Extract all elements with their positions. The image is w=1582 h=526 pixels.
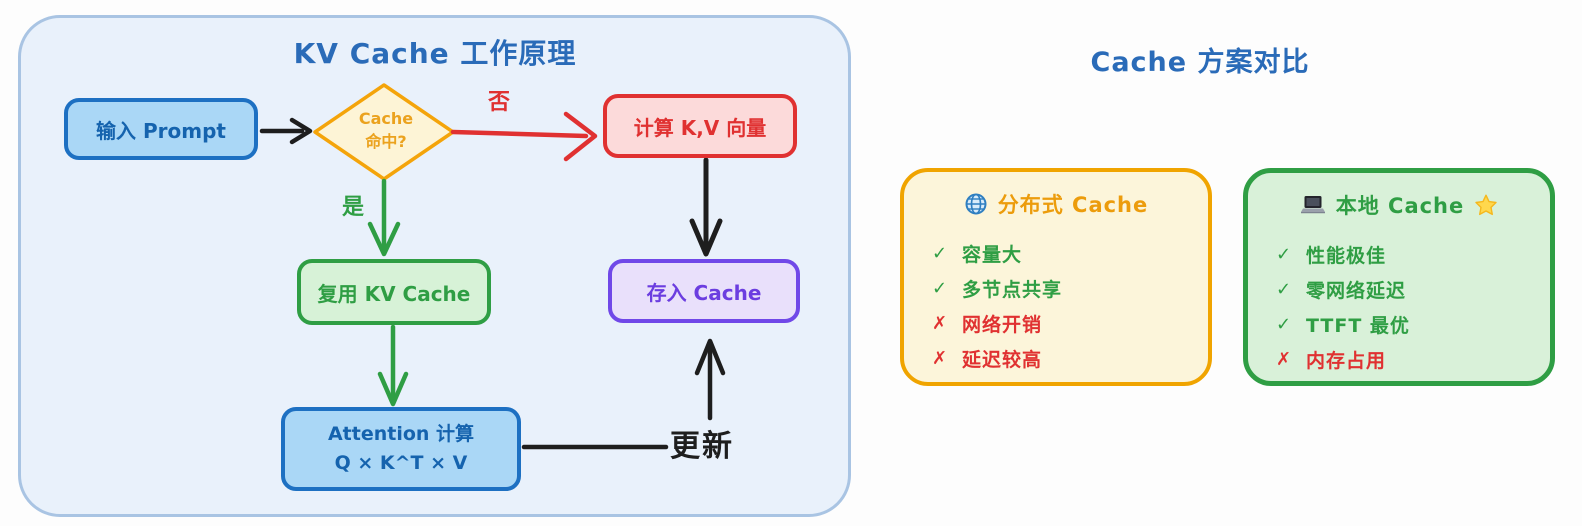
edge-label-no: 否 (488, 90, 511, 115)
list-item: ✓ 零网络延迟 (1276, 279, 1407, 302)
list-item: ✗ 延迟较高 (932, 348, 1043, 371)
check-icon: ✓ (1276, 279, 1292, 300)
decision-label-line1: Cache (358, 109, 414, 128)
node-store-cache: 存入 Cache (608, 259, 800, 323)
list-item: ✓ TTFT 最优 (1276, 314, 1410, 337)
comparison-title: Cache 方案对比 (1090, 47, 1310, 78)
list-item: ✓ 多节点共享 (932, 278, 1063, 301)
node-input-prompt: 输入 Prompt (64, 98, 258, 160)
cross-icon: ✗ (932, 348, 948, 369)
card-distributed-header: 分布式 Cache (904, 188, 1208, 220)
node-reuse-cache-label: 复用 KV Cache (317, 281, 471, 306)
edge-label-update: 更新 (670, 429, 734, 464)
list-item: ✓ 容量大 (932, 243, 1023, 266)
decision-label: Cache 命中? (334, 107, 438, 153)
star-icon (1474, 193, 1498, 217)
card-local-header: 本地 Cache (1248, 189, 1550, 221)
cross-icon: ✗ (1276, 349, 1292, 370)
list-item: ✗ 内存占用 (1276, 349, 1387, 372)
check-icon: ✓ (1276, 314, 1292, 335)
node-input-prompt-label: 输入 Prompt (96, 118, 226, 143)
node-attention: Attention 计算 Q × K^T × V (281, 407, 521, 491)
node-attention-line2: Q × K^T × V (334, 452, 468, 474)
card-distributed-cache: 分布式 Cache ✓ 容量大 ✓ 多节点共享 ✗ 网络开销 ✗ 延迟较高 (900, 168, 1212, 386)
node-compute-kv: 计算 K,V 向量 (603, 94, 797, 158)
flowchart-title: KV Cache 工作原理 (293, 37, 577, 70)
check-icon: ✓ (932, 243, 948, 264)
node-compute-kv-label: 计算 K,V 向量 (633, 115, 767, 140)
card-local-items: ✓ 性能极佳 ✓ 零网络延迟 ✓ TTFT 最优 ✗ 内存占用 (1248, 237, 1550, 377)
list-item: ✗ 网络开销 (932, 313, 1043, 336)
card-local-title: 本地 Cache (1335, 194, 1465, 218)
card-distributed-items: ✓ 容量大 ✓ 多节点共享 ✗ 网络开销 ✗ 延迟较高 (904, 236, 1208, 376)
check-icon: ✓ (932, 278, 948, 299)
check-icon: ✓ (1276, 244, 1292, 265)
globe-icon (964, 192, 988, 216)
node-attention-line1: Attention 计算 (327, 422, 475, 445)
decision-label-line2: 命中? (365, 132, 407, 152)
list-item: ✓ 性能极佳 (1276, 244, 1387, 267)
node-store-cache-label: 存入 Cache (646, 280, 762, 305)
edge-label-yes: 是 (342, 195, 365, 220)
card-distributed-title: 分布式 Cache (997, 193, 1149, 217)
cross-icon: ✗ (932, 313, 948, 334)
card-local-cache: 本地 Cache ✓ 性能极佳 ✓ 零网络延迟 ✓ TTFT 最优 ✗ (1243, 168, 1555, 386)
laptop-icon (1300, 193, 1326, 217)
node-reuse-cache: 复用 KV Cache (297, 259, 491, 325)
